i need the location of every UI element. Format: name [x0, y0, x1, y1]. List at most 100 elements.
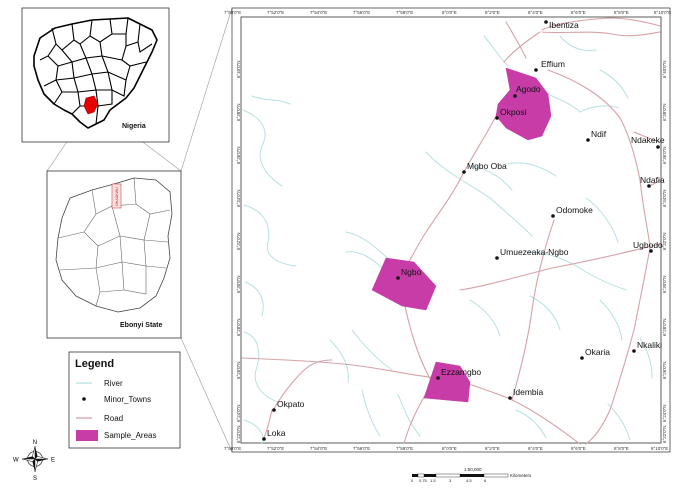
compass-n: N [33, 440, 37, 446]
legend-sample-swatch [76, 430, 98, 441]
scale-number: 3 [449, 478, 452, 483]
tick-top: 8°0'0"E [442, 10, 457, 15]
town-dot [396, 276, 400, 280]
sample-area-agodo-okposi [495, 67, 552, 141]
town-label-ndakeke: Ndakeke [631, 135, 665, 145]
graticule-ticks: 7°50'0"E 7°52'0"E 7°54'0"E 7°56'0"E 7°58… [224, 10, 671, 451]
town-label-mgbo-oba: Mgbo Oba [467, 161, 507, 171]
town-label-agodo: Agodo [516, 84, 541, 94]
legend: Legend River Minor_Towns Road Sample_Are… [68, 351, 181, 449]
sample-area-ezzamgbo [423, 361, 471, 403]
tick-left: 6°40'0"N [236, 60, 241, 78]
compass-rose: N S E W [13, 440, 55, 482]
town-dot [649, 249, 653, 253]
tick-top: 7°52'0"E [267, 10, 284, 15]
town-label-ibentiza: Ibentiza [549, 20, 579, 30]
compass-w: W [13, 457, 19, 463]
main-map: Ibentiza Effium Agodo Okposi Ndif Ndakek… [224, 7, 671, 453]
town-label-ngbo: Ngbo [401, 267, 422, 277]
tick-top: 7°58'0"E [396, 10, 413, 15]
tick-bottom: 7°56'0"E [353, 446, 370, 451]
compass-s: S [33, 476, 37, 482]
town-dot [551, 214, 555, 218]
tick-right: 6°40'0"N [662, 60, 667, 78]
tick-right: 6°34'0"N [662, 189, 667, 207]
town-label-okpato: Okpato [277, 399, 305, 409]
tick-bottom: 7°54'0"E [310, 446, 327, 451]
town-label-ezzamgbo: Ezzamgbo [441, 367, 481, 377]
compass-e: E [51, 457, 55, 463]
nigeria-label: Nigeria [122, 123, 146, 130]
roads [241, 17, 661, 445]
town-dot [534, 68, 538, 72]
town-label-loka: Loka [267, 428, 286, 438]
tick-top: 7°54'0"E [310, 10, 327, 15]
nigeria-state-borders [39, 17, 153, 125]
tick-right: 6°30'0"N [662, 275, 667, 293]
town-dot [656, 145, 660, 149]
tick-left: 6°26'0"N [236, 361, 241, 379]
sample-areas [371, 67, 552, 403]
tick-right: 6°28'0"N [662, 318, 667, 336]
tick-right: 6°24'0"N [662, 404, 667, 422]
tick-right: 6°38'0"N [662, 103, 667, 121]
town-dot [272, 408, 276, 412]
town-labels: Ibentiza Effium Agodo Okposi Ndif Ndakek… [267, 20, 665, 438]
tick-right: 6°22'0"N [662, 425, 667, 443]
ohaukwu-label: OHAUKWU [115, 187, 119, 206]
tick-left: 6°36'0"N [236, 146, 241, 164]
town-dot [544, 20, 548, 24]
tick-bottom: 7°50'0"E [224, 446, 241, 451]
town-label-umuezeaka-ngbo: Umuezeaka-Ngbo [500, 247, 569, 257]
tick-top: 7°56'0"E [353, 10, 370, 15]
sample-area-ngbo [371, 257, 437, 311]
town-label-idembia: Idembia [513, 387, 544, 397]
ebonyi-label: Ebonyi State [120, 322, 163, 329]
tick-top: 8°8'0"E [614, 10, 629, 15]
tick-left: 6°28'0"N [236, 318, 241, 336]
tick-left: 6°38'0"N [236, 103, 241, 121]
scale-number: 0.75 [419, 478, 428, 483]
tick-top: 8°4'0"E [528, 10, 543, 15]
town-dot [508, 396, 512, 400]
tick-bottom: 8°0'0"E [442, 446, 457, 451]
tick-bottom: 7°52'0"E [267, 446, 284, 451]
scale-number: 4.5 [466, 478, 472, 483]
town-label-ndif: Ndif [591, 129, 607, 139]
town-label-effium: Effium [541, 59, 565, 69]
scale-unit: Kilometers [510, 473, 532, 478]
legend-title: Legend [75, 358, 114, 370]
ebonyi-outline [55, 177, 173, 313]
tick-bottom: 7°58'0"E [396, 446, 413, 451]
tick-top: 8°2'0"E [485, 10, 500, 15]
town-dot [262, 437, 266, 441]
ebonyi-highlight [83, 95, 99, 115]
tick-left: 6°34'0"N [236, 189, 241, 207]
tick-bottom: 8°8'0"E [614, 446, 629, 451]
tick-bottom: 8°2'0"E [485, 446, 500, 451]
town-dot [495, 116, 499, 120]
town-label-ndafia: Ndafia [640, 175, 665, 185]
scale-number: 6 [484, 478, 487, 483]
town-dots [262, 20, 660, 441]
scale-ratio: 1:50,000 [464, 467, 482, 472]
town-dot [647, 184, 651, 188]
town-label-okaria: Okaria [585, 347, 610, 357]
nigeria-inset: Nigeria [21, 7, 170, 143]
tick-top: 8°10'0"E [654, 10, 671, 15]
town-label-odomoke: Odomoke [556, 205, 593, 215]
legend-town-swatch [82, 397, 86, 401]
tick-left: 6°24'0"N [236, 404, 241, 422]
town-dot [462, 170, 466, 174]
legend-sample-label: Sample_Areas [104, 431, 156, 440]
tick-left: 6°22'0"N [236, 425, 241, 443]
town-dot [513, 94, 517, 98]
scale-bar: 1:50,000 Kilometers 0 0.75 1.5 3 4.5 6 [411, 467, 532, 483]
ohaukwu-highlight [111, 183, 122, 209]
tick-right: 6°26'0"N [662, 361, 667, 379]
legend-town-label: Minor_Towns [104, 395, 151, 404]
legend-river-label: River [104, 379, 123, 388]
town-label-okposi: Okposi [500, 107, 527, 117]
tick-bottom: 8°4'0"E [528, 446, 543, 451]
